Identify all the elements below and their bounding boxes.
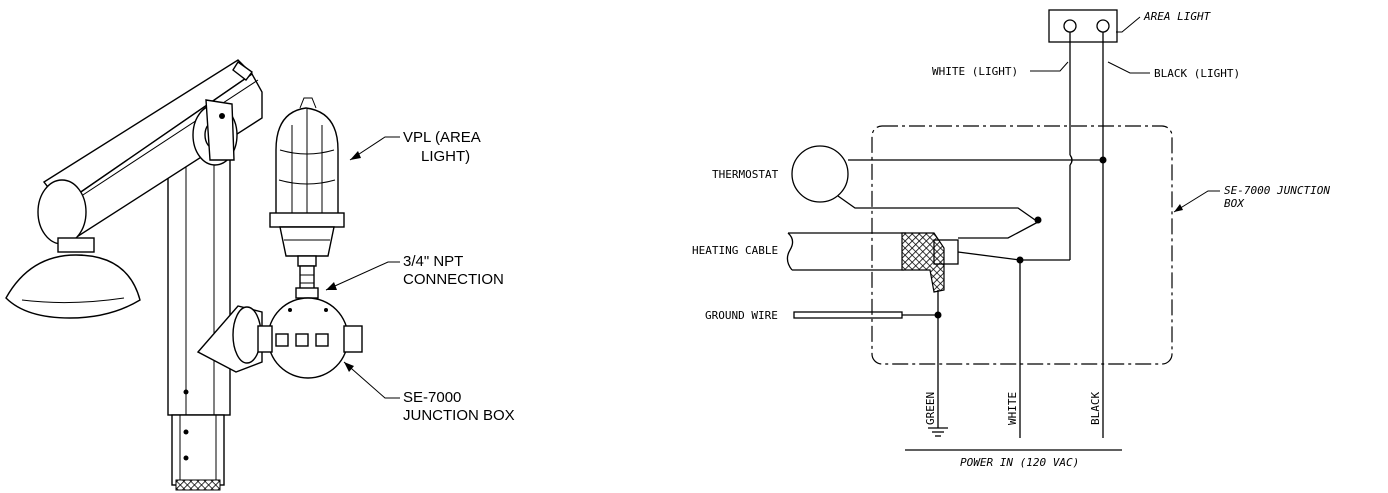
wiring-schematic: AREA LIGHT WHITE (LIGHT) BLACK (LIGHT) T…: [692, 9, 1330, 469]
label-thermostat: THERMOSTAT: [712, 168, 779, 181]
heating-cable: [786, 232, 1024, 438]
left-leaders: [325, 136, 400, 399]
area-light-wires: [1020, 32, 1104, 438]
label-heating-cable: HEATING CABLE: [692, 244, 778, 257]
left-assembly-drawing: VPL (AREA LIGHT) 3/4" NPT CONNECTION SE-…: [5, 59, 515, 491]
area-light-box: [1048, 9, 1118, 43]
right-leaders: [1030, 16, 1220, 213]
label-black-light: BLACK (LIGHT): [1154, 67, 1240, 80]
label-vpl-area-light-1: VPL (AREA: [403, 129, 481, 146]
pole: [167, 149, 231, 491]
junction-box-outline: [871, 125, 1173, 365]
junction-box: [196, 287, 363, 379]
label-black: BLACK: [1089, 392, 1102, 425]
label-white-light: WHITE (LIGHT): [932, 65, 1018, 78]
label-junction-box-1: SE-7000: [403, 389, 461, 406]
shade: [5, 237, 141, 319]
label-vpl-area-light-2: LIGHT): [421, 148, 470, 165]
label-area-light: AREA LIGHT: [1143, 10, 1212, 23]
label-ground-wire: GROUND WIRE: [705, 309, 778, 322]
label-npt-2: CONNECTION: [403, 271, 504, 288]
label-junction-box-2: JUNCTION BOX: [403, 407, 515, 424]
label-se7000-1: SE-7000 JUNCTION: [1224, 184, 1330, 197]
label-se7000-2: BOX: [1224, 197, 1245, 210]
ground-wire: [793, 290, 948, 437]
area-light-fixture: [269, 97, 345, 267]
thermostat: [791, 145, 1107, 239]
label-white: WHITE: [1006, 392, 1019, 425]
label-power-in: POWER IN (120 VAC): [960, 456, 1079, 469]
swing-arm: [37, 59, 263, 245]
label-green: GREEN: [924, 392, 937, 425]
label-npt-1: 3/4" NPT: [403, 253, 463, 270]
